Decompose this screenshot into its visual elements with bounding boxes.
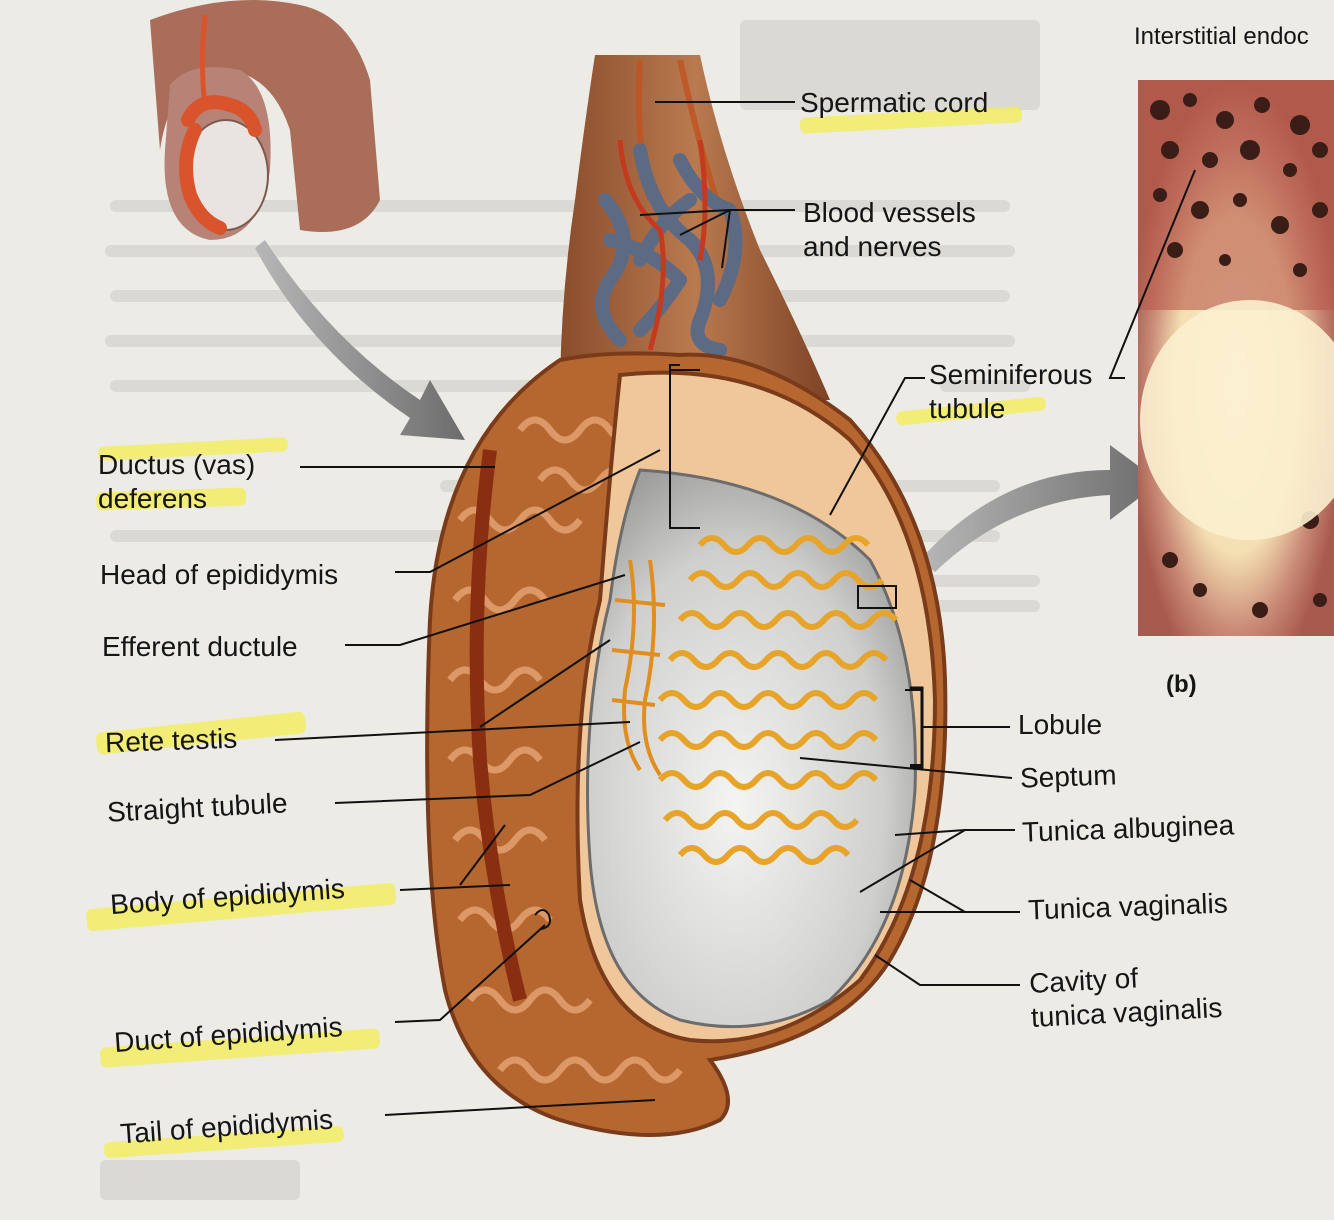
label-head-of-epididymis: Head of epididymis xyxy=(100,558,338,592)
panel-label-b: (b) xyxy=(1166,668,1197,702)
label-ductus-deferens: Ductus (vas) deferens xyxy=(98,448,255,516)
label-seminiferous-tubule: Seminiferous tubule xyxy=(929,358,1092,426)
label-blood-vessels-line1: Blood vessels xyxy=(803,196,976,230)
label-efferent-ductule: Efferent ductule xyxy=(102,630,298,664)
label-lobule: Lobule xyxy=(1018,708,1102,742)
micrograph-arrow xyxy=(920,445,1160,572)
label-rete-testis: Rete testis xyxy=(104,722,237,761)
label-blood-vessels-line2: and nerves xyxy=(803,230,976,264)
label-seminiferous-line1: Seminiferous xyxy=(929,358,1092,392)
label-ductus-line1: Ductus (vas) xyxy=(98,448,255,482)
label-septum: Septum xyxy=(1019,758,1117,795)
label-spermatic-cord: Spermatic cord xyxy=(800,86,988,120)
label-seminiferous-line2: tubule xyxy=(929,392,1092,426)
label-cavity-of-tunica-vaginalis: Cavity of tunica vaginalis xyxy=(1028,957,1223,1035)
micrograph-image xyxy=(1138,80,1334,636)
label-blood-vessels: Blood vessels and nerves xyxy=(803,196,976,264)
label-interstitial-endocrine: Interstitial endoc xyxy=(1134,20,1309,54)
label-ductus-line2: deferens xyxy=(98,482,255,516)
label-tunica-vaginalis: Tunica vaginalis xyxy=(1027,887,1228,928)
